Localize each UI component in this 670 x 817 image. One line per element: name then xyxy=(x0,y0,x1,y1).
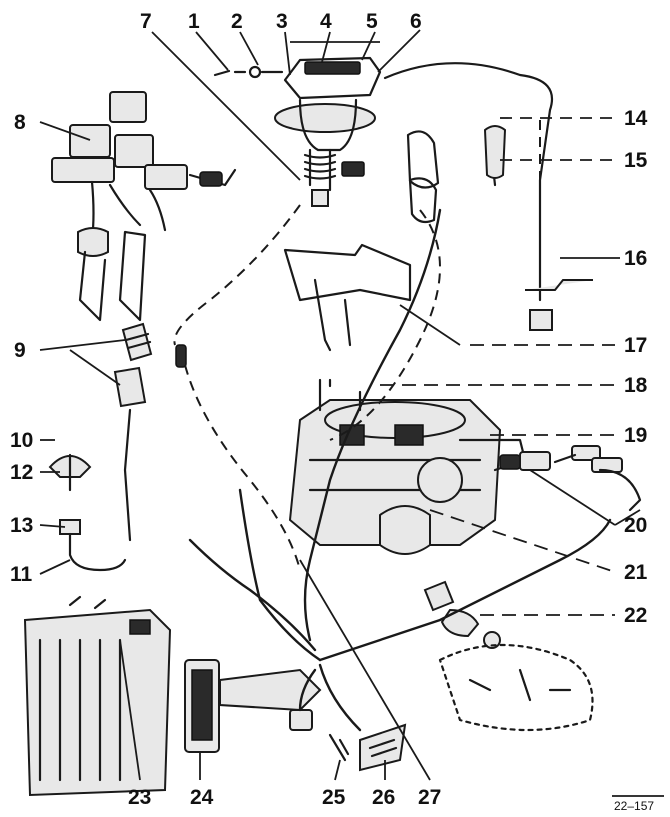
mounting-bracket xyxy=(283,130,440,352)
callout-4: 4 xyxy=(320,10,332,33)
small-parts-left xyxy=(48,453,127,572)
throttle-body xyxy=(288,378,527,555)
callout-11: 11 xyxy=(10,563,33,586)
callout-13: 13 xyxy=(10,514,33,537)
temperature-sensor xyxy=(423,580,501,649)
callout-3: 3 xyxy=(276,10,288,33)
callout-6: 6 xyxy=(410,10,422,33)
callout-labels: 7 1 2 3 4 5 6 8 9 10 12 13 11 14 15 16 1… xyxy=(10,10,648,809)
callout-12: 12 xyxy=(10,461,33,484)
distributor-assembly xyxy=(213,56,382,207)
callout-8: 8 xyxy=(14,111,26,134)
callout-16: 16 xyxy=(624,247,647,270)
hoses-and-bracket xyxy=(383,62,593,331)
callout-27: 27 xyxy=(418,786,441,809)
callout-22: 22 xyxy=(624,604,647,627)
leader-lines xyxy=(39,29,641,781)
callout-15: 15 xyxy=(624,149,648,172)
callout-26: 26 xyxy=(372,786,395,809)
callout-23: 23 xyxy=(128,786,151,809)
engine-block-sketch xyxy=(438,643,594,732)
callout-10: 10 xyxy=(10,429,33,452)
relay-cluster xyxy=(51,91,237,322)
callout-25: 25 xyxy=(322,786,346,809)
callout-1: 1 xyxy=(188,10,200,33)
ecu-connector xyxy=(184,659,322,753)
wiring-routes xyxy=(173,120,612,732)
callout-2: 2 xyxy=(231,10,243,33)
figure-reference: 22–157 xyxy=(614,799,654,813)
sensor-connector xyxy=(519,445,642,512)
callout-24: 24 xyxy=(190,786,214,809)
callout-18: 18 xyxy=(624,374,648,397)
callout-21: 21 xyxy=(624,561,648,584)
plug-connectors xyxy=(113,322,187,542)
callout-19: 19 xyxy=(624,424,647,447)
harness-ends xyxy=(289,709,407,772)
callout-14: 14 xyxy=(624,107,648,130)
callout-9: 9 xyxy=(14,339,26,362)
callout-7: 7 xyxy=(140,10,152,33)
control-unit xyxy=(23,595,172,797)
callout-17: 17 xyxy=(624,334,647,357)
parts-illustrations xyxy=(23,56,642,797)
callout-20: 20 xyxy=(624,514,647,537)
callout-5: 5 xyxy=(366,10,378,33)
